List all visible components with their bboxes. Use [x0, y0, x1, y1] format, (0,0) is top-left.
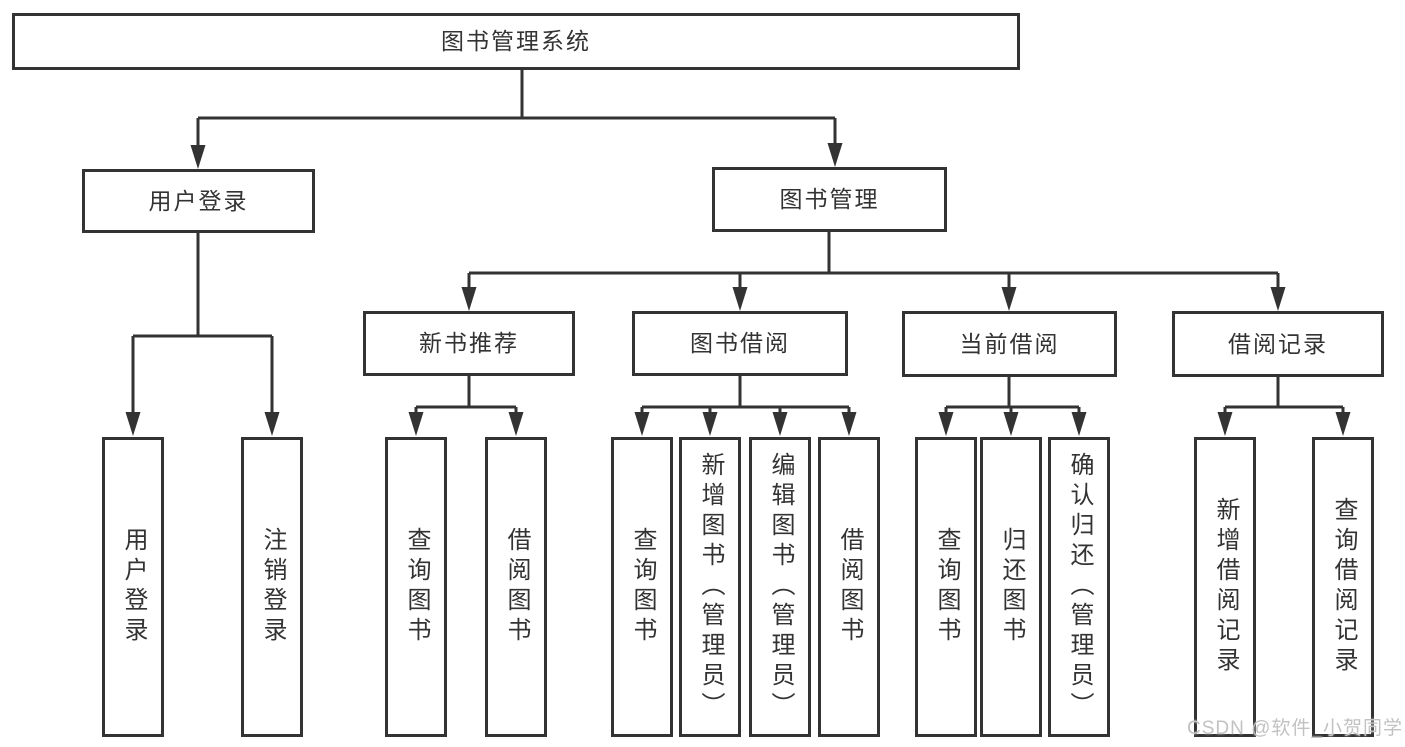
arrow-down-icon [732, 287, 748, 311]
leaf-edit-book-admin: 编辑图书（管理员） [749, 437, 811, 737]
leaf-query-books-current: 查询图书 [915, 437, 977, 737]
root-node-label: 图书管理系统 [441, 28, 591, 54]
root-node-library-management-system: 图书管理系统 [12, 13, 1020, 70]
arrow-down-icon [1071, 412, 1087, 436]
node-borrow-record: 借阅记录 [1172, 311, 1384, 377]
leaf-logout: 注销登录 [241, 437, 303, 737]
arrow-down-icon [190, 145, 206, 169]
leaf-query-books-borrow-label: 查询图书 [629, 527, 656, 647]
node-book-borrow: 图书借阅 [632, 311, 848, 376]
leaf-query-borrow-record: 查询借阅记录 [1312, 437, 1374, 737]
arrow-down-icon [702, 412, 718, 436]
arrow-down-icon [1335, 412, 1351, 436]
leaf-query-borrow-record-label: 查询借阅记录 [1330, 497, 1357, 677]
leaf-edit-book-admin-label: 编辑图书（管理员） [767, 452, 794, 722]
connector-book-borrow-branch [640, 376, 851, 418]
leaf-borrow-books-recommend-label: 借阅图书 [503, 527, 530, 647]
leaf-add-book-admin: 新增图书（管理员） [679, 437, 741, 737]
connector-book-management-branch [467, 232, 1280, 292]
arrow-down-icon [772, 412, 788, 436]
node-new-book-recommend-label: 新书推荐 [419, 330, 519, 356]
arrow-down-icon [827, 143, 843, 167]
arrow-down-icon [1270, 287, 1286, 311]
leaf-query-books-recommend: 查询图书 [385, 437, 447, 737]
arrow-down-icon [125, 412, 141, 436]
node-user-login-label: 用户登录 [148, 187, 249, 214]
arrow-down-icon [508, 412, 524, 436]
node-book-management-label: 图书管理 [779, 186, 880, 212]
leaf-user-login-label: 用户登录 [120, 527, 147, 647]
csdn-watermark: CSDN @软件_小贺同学 [1187, 718, 1403, 739]
arrow-down-icon [461, 287, 477, 311]
node-book-management: 图书管理 [712, 167, 947, 232]
connector-user-login-branch [131, 233, 274, 418]
node-user-login: 用户登录 [82, 169, 315, 233]
arrow-down-icon [938, 412, 954, 436]
leaf-query-books-recommend-label: 查询图书 [403, 527, 430, 647]
connector-current-borrow-branch [944, 377, 1081, 418]
node-new-book-recommend: 新书推荐 [363, 311, 575, 376]
leaf-logout-label: 注销登录 [259, 527, 286, 647]
arrow-down-icon [841, 412, 857, 436]
arrow-down-icon [408, 412, 424, 436]
leaf-add-borrow-record-label: 新增借阅记录 [1212, 497, 1239, 677]
leaf-return-book: 归还图书 [980, 437, 1042, 737]
arrow-down-icon [1003, 412, 1019, 436]
node-book-borrow-label: 图书借阅 [690, 330, 790, 356]
arrow-down-icon [264, 412, 280, 436]
connector-new-book-branch [414, 376, 518, 418]
leaf-borrow-books-label: 借阅图书 [836, 527, 863, 647]
leaf-confirm-return-admin: 确认归还（管理员） [1048, 437, 1110, 737]
node-current-borrow: 当前借阅 [902, 311, 1117, 377]
leaf-borrow-books-recommend: 借阅图书 [485, 437, 547, 737]
leaf-query-books-borrow: 查询图书 [611, 437, 673, 737]
connector-root-branch [196, 70, 837, 150]
leaf-return-book-label: 归还图书 [998, 527, 1025, 647]
arrow-down-icon [1001, 287, 1017, 311]
connector-borrow-record-branch [1223, 377, 1345, 418]
leaf-user-login: 用户登录 [102, 437, 164, 737]
leaf-add-book-admin-label: 新增图书（管理员） [697, 452, 724, 722]
leaf-borrow-books: 借阅图书 [818, 437, 880, 737]
node-current-borrow-label: 当前借阅 [959, 330, 1060, 357]
arrow-down-icon [1217, 412, 1233, 436]
arrow-down-icon [634, 412, 650, 436]
leaf-add-borrow-record: 新增借阅记录 [1194, 437, 1256, 737]
leaf-query-books-current-label: 查询图书 [933, 527, 960, 647]
leaf-confirm-return-admin-label: 确认归还（管理员） [1066, 452, 1093, 722]
node-borrow-record-label: 借阅记录 [1228, 330, 1328, 357]
